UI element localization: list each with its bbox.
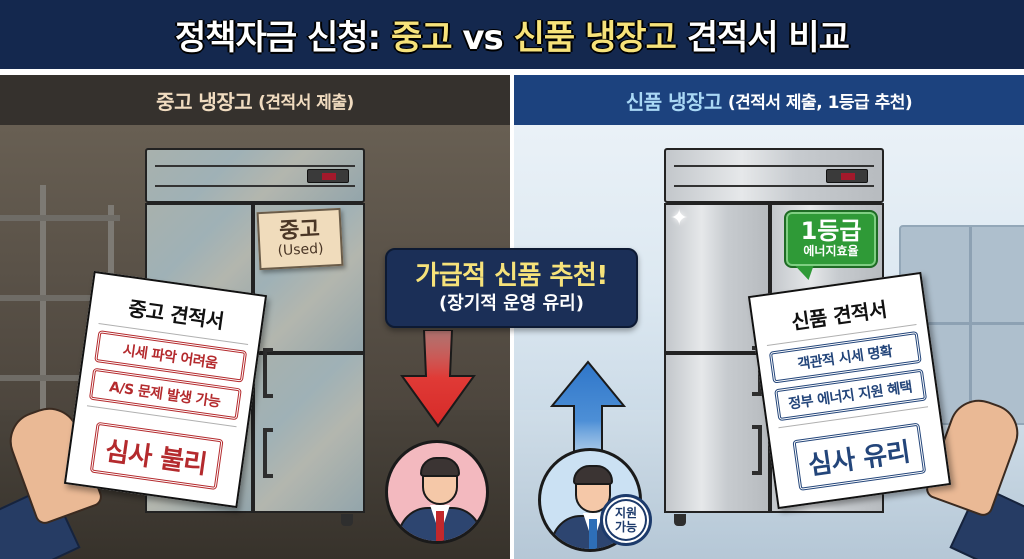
used-tag-sub: (Used) xyxy=(277,240,324,260)
recommendation-callout: 가급적 신품 추천! (장기적 운영 유리) xyxy=(385,248,638,328)
sparkle-icon: ✦ xyxy=(670,206,689,231)
used-tag: 중고 (Used) xyxy=(256,207,344,271)
support-available-badge: 지원 가능 xyxy=(600,494,652,546)
callout-main: 가급적 신품 추천! xyxy=(415,261,608,291)
callout-sub: (장기적 운영 유리) xyxy=(439,293,584,314)
temperature-display xyxy=(307,169,349,183)
energy-grade-badge: 1등급 에너지효율 xyxy=(784,210,878,268)
red-down-arrow-icon xyxy=(400,330,476,428)
energy-grade-sub: 에너지효율 xyxy=(803,244,859,258)
new-quote-sheet: 신품 견적서 객관적 시세 명확 정부 에너지 지원 혜택 심사 유리 xyxy=(747,271,952,510)
title-text-1: 정책자금 신청: xyxy=(175,18,391,58)
new-heading-main: 신품 냉장고 xyxy=(625,89,722,114)
title-highlight-used: 중고 xyxy=(390,18,453,58)
used-heading-sub: (견적서 제출) xyxy=(258,92,354,113)
new-verdict-stamp: 심사 유리 xyxy=(791,422,926,492)
title-text-2: 견적서 비교 xyxy=(675,18,850,58)
title-highlight-new: 신품 냉장고 xyxy=(513,18,677,58)
support-badge-line1: 지원 xyxy=(614,506,638,520)
used-tag-label: 중고 xyxy=(278,216,321,245)
used-quote-sheet: 중고 견적서 시세 파악 어려움 A/S 문제 발생 가능 심사 불리 xyxy=(63,270,268,509)
used-panel-heading: 중고 냉장고 (견적서 제출) xyxy=(0,75,510,125)
title-vs: vs xyxy=(451,18,514,58)
support-badge-line2: 가능 xyxy=(614,520,638,534)
new-heading-sub: (견적서 제출, 1등급 추천) xyxy=(727,92,913,113)
blue-up-arrow-icon xyxy=(549,360,627,460)
energy-grade-label: 1등급 xyxy=(800,217,862,245)
page-title: 정책자금 신청: 중고 vs 신품 냉장고 견적서 비교 xyxy=(175,10,850,59)
temperature-display xyxy=(826,169,868,183)
title-banner: 정책자금 신청: 중고 vs 신품 냉장고 견적서 비교 xyxy=(0,0,1024,72)
new-panel-heading: 신품 냉장고 (견적서 제출, 1등급 추천) xyxy=(514,75,1024,125)
used-heading-main: 중고 냉장고 xyxy=(156,89,253,114)
used-verdict-stamp: 심사 불리 xyxy=(89,421,224,491)
reviewer-avatar-unfavorable xyxy=(385,440,489,544)
